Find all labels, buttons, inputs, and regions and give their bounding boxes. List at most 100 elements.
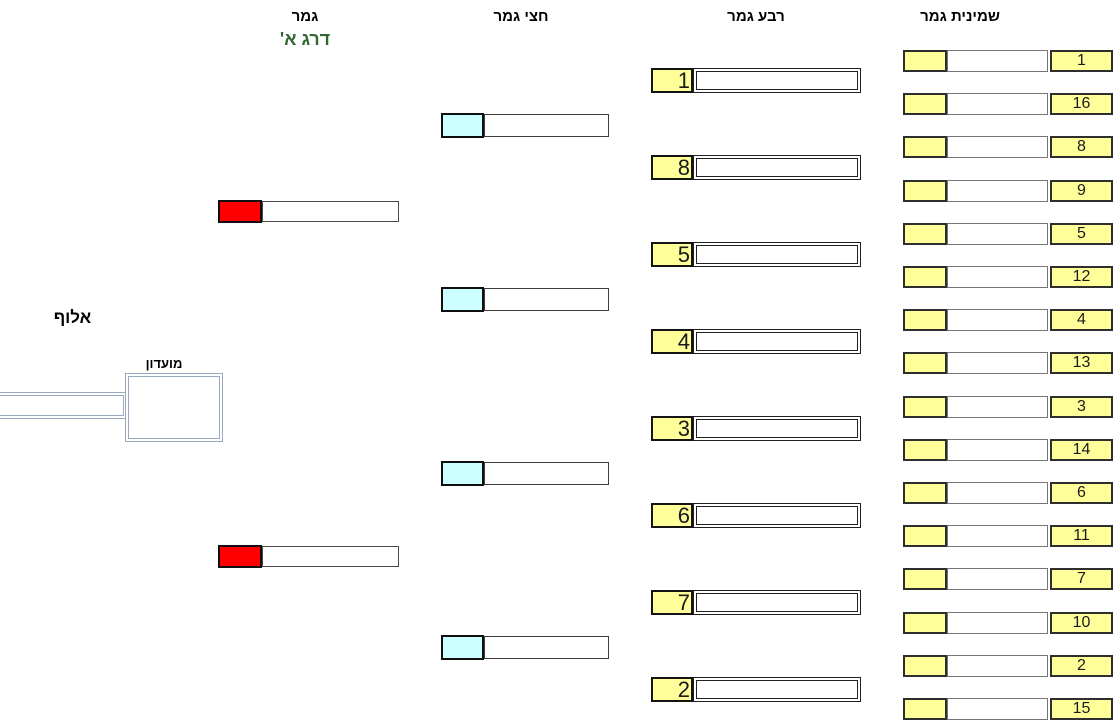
- round16-marker-cell[interactable]: [903, 50, 947, 72]
- round16-marker-cell[interactable]: [903, 654, 947, 677]
- round16-match-row: 9: [0, 179, 1114, 202]
- semifinal-match-row: [0, 635, 1114, 661]
- round16-marker-cell[interactable]: [903, 136, 947, 159]
- quarterfinal-name-cell[interactable]: [693, 416, 861, 441]
- quarterfinal-name-cell[interactable]: [693, 677, 861, 702]
- round16-name-cell[interactable]: [947, 395, 1048, 418]
- round16-marker-cell[interactable]: [903, 179, 947, 202]
- semifinal-marker-cell[interactable]: [441, 113, 484, 138]
- final-name-cell[interactable]: [262, 546, 399, 567]
- round16-marker-cell[interactable]: [903, 395, 947, 418]
- quarterfinal-seed-cell[interactable]: 3: [651, 416, 693, 441]
- quarterfinal-match-row: 8: [0, 155, 1114, 181]
- quarterfinal-seed-cell[interactable]: 5: [651, 242, 693, 267]
- round16-match-row: 4: [0, 309, 1114, 332]
- round16-marker-cell[interactable]: [903, 266, 947, 288]
- round16-match-row: 10: [0, 611, 1114, 634]
- round16-name-cell[interactable]: [947, 93, 1048, 116]
- round16-seed-cell[interactable]: 14: [1050, 438, 1113, 461]
- semifinal-match-row: [0, 287, 1114, 313]
- semifinal-name-cell[interactable]: [484, 114, 609, 137]
- round16-seed-cell[interactable]: 8: [1050, 136, 1113, 159]
- round16-seed-cell[interactable]: 1: [1050, 50, 1113, 72]
- round16-name-cell[interactable]: [947, 309, 1048, 332]
- round16-match-row: 7: [0, 568, 1114, 591]
- round16-match-row: 8: [0, 136, 1114, 159]
- round16-marker-cell[interactable]: [903, 222, 947, 245]
- round16-name-cell[interactable]: [947, 136, 1048, 159]
- quarterfinal-match-row: 7: [0, 590, 1114, 616]
- round16-seed-cell[interactable]: 13: [1050, 352, 1113, 375]
- final-marker-cell[interactable]: [218, 545, 262, 568]
- quarterfinal-name-cell[interactable]: [693, 503, 861, 528]
- header-round-of-16: שמינית גמר: [920, 8, 1000, 25]
- quarterfinal-seed-cell[interactable]: 4: [651, 329, 693, 354]
- round16-name-cell[interactable]: [947, 482, 1048, 504]
- round16-seed-cell[interactable]: 11: [1050, 525, 1113, 548]
- quarterfinal-seed-cell[interactable]: 6: [651, 503, 693, 528]
- final-match-row: [0, 200, 1114, 224]
- quarterfinal-name-cell[interactable]: [693, 590, 861, 615]
- header-champion: אלוף: [53, 308, 92, 327]
- round16-seed-cell[interactable]: 9: [1050, 179, 1113, 202]
- round16-seed-cell[interactable]: 10: [1050, 611, 1113, 634]
- round16-seed-cell[interactable]: 6: [1050, 482, 1113, 504]
- round16-name-cell[interactable]: [947, 222, 1048, 245]
- quarterfinal-seed-cell[interactable]: 2: [651, 677, 693, 702]
- round16-marker-cell[interactable]: [903, 352, 947, 375]
- quarterfinal-seed-cell[interactable]: 1: [651, 68, 693, 93]
- quarterfinal-name-cell[interactable]: [693, 242, 861, 267]
- round16-marker-cell[interactable]: [903, 698, 947, 720]
- round16-marker-cell[interactable]: [903, 438, 947, 461]
- round16-marker-cell[interactable]: [903, 568, 947, 591]
- round16-seed-cell[interactable]: 4: [1050, 309, 1113, 332]
- quarterfinal-seed-cell[interactable]: 7: [651, 590, 693, 615]
- round16-marker-cell[interactable]: [903, 309, 947, 332]
- round16-name-cell[interactable]: [947, 179, 1048, 202]
- round16-seed-cell[interactable]: 7: [1050, 568, 1113, 591]
- round16-seed-cell[interactable]: 15: [1050, 698, 1113, 720]
- round16-marker-cell[interactable]: [903, 525, 947, 548]
- round16-seed-cell[interactable]: 2: [1050, 654, 1113, 677]
- quarterfinal-name-cell[interactable]: [693, 155, 861, 180]
- round16-name-cell[interactable]: [947, 438, 1048, 461]
- quarterfinal-name-cell[interactable]: [693, 329, 861, 354]
- round16-name-cell[interactable]: [947, 525, 1048, 548]
- round16-name-cell[interactable]: [947, 266, 1048, 288]
- round16-marker-cell[interactable]: [903, 93, 947, 116]
- round16-name-cell[interactable]: [947, 611, 1048, 634]
- round16-marker-cell[interactable]: [903, 482, 947, 504]
- round16-match-row: 15: [0, 698, 1114, 720]
- round16-match-row: 2: [0, 654, 1114, 677]
- quarterfinal-match-row: 2: [0, 677, 1114, 703]
- semifinal-marker-cell[interactable]: [441, 461, 484, 486]
- champion-name-box[interactable]: [0, 392, 127, 419]
- round16-marker-cell[interactable]: [903, 611, 947, 634]
- semifinal-marker-cell[interactable]: [441, 635, 484, 660]
- quarterfinal-match-row: 4: [0, 329, 1114, 355]
- semifinal-name-cell[interactable]: [484, 288, 609, 311]
- round16-name-cell[interactable]: [947, 698, 1048, 720]
- round16-name-cell[interactable]: [947, 352, 1048, 375]
- round16-seed-cell[interactable]: 12: [1050, 266, 1113, 288]
- round16-match-row: 6: [0, 482, 1114, 504]
- final-name-cell[interactable]: [262, 201, 399, 222]
- semifinal-match-row: [0, 113, 1114, 139]
- semifinal-name-cell[interactable]: [484, 462, 609, 485]
- club-box[interactable]: [125, 373, 223, 442]
- semifinal-name-cell[interactable]: [484, 636, 609, 659]
- semifinal-match-row: [0, 461, 1114, 487]
- round16-name-cell[interactable]: [947, 654, 1048, 677]
- round16-seed-cell[interactable]: 5: [1050, 222, 1113, 245]
- quarterfinal-name-cell[interactable]: [693, 68, 861, 93]
- round16-name-cell[interactable]: [947, 50, 1048, 72]
- round16-name-cell[interactable]: [947, 568, 1048, 591]
- quarterfinal-seed-cell[interactable]: 8: [651, 155, 693, 180]
- quarterfinal-match-row: 5: [0, 242, 1114, 268]
- semifinal-marker-cell[interactable]: [441, 287, 484, 312]
- round16-match-row: 11: [0, 525, 1114, 548]
- round16-seed-cell[interactable]: 3: [1050, 395, 1113, 418]
- round16-seed-cell[interactable]: 16: [1050, 93, 1113, 116]
- final-marker-cell[interactable]: [218, 200, 262, 223]
